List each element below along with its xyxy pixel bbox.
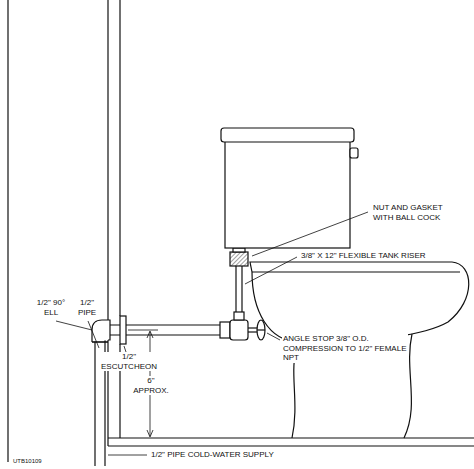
callout-label: 1/2" PIPE COLD-WATER SUPPLY — [150, 450, 275, 460]
drawing-number: UTB10109 — [12, 458, 43, 465]
callout-label: 3/8" X 12" FLEXIBLE TANK RISER — [300, 251, 427, 261]
dimension-label: 6" APPROX. — [128, 376, 174, 395]
callout-label: 1/2" PIPE — [72, 298, 102, 317]
callout-label: 1/2" ESCUTCHEON — [98, 352, 160, 371]
callout-label: ANGLE STOP 3/8" O.D. COMPRESSION TO 1/2"… — [282, 334, 408, 363]
callout-label: 1/2" 90° ELL — [30, 298, 72, 317]
callout-label: NUT AND GASKET WITH BALL COCK — [372, 203, 466, 222]
